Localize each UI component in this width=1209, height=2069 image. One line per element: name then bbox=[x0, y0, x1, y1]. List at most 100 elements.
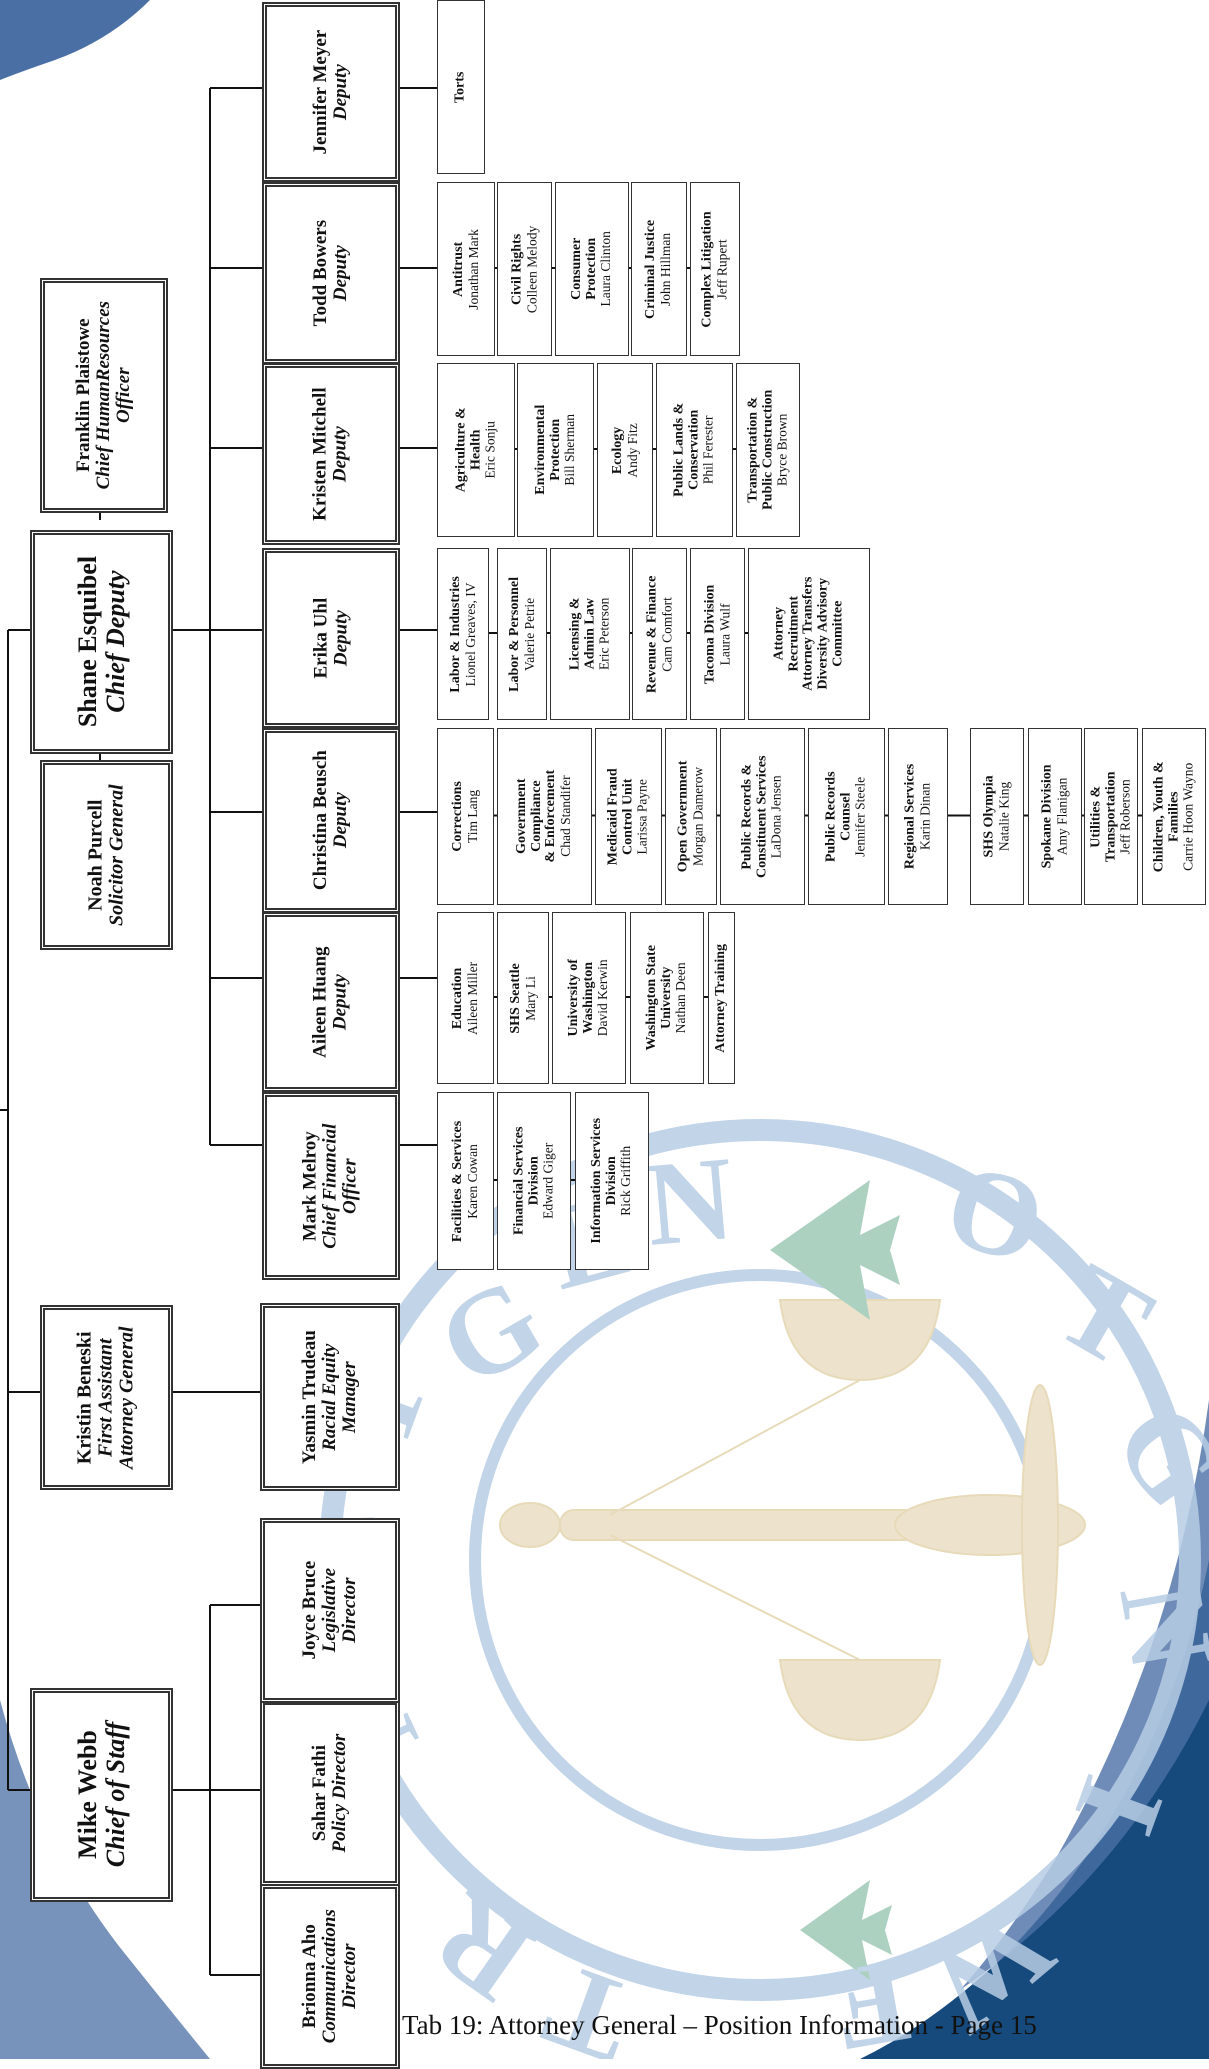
franklin-plaistowe-title-2: Officer bbox=[113, 367, 135, 424]
brionna-aho-title-2: Director bbox=[339, 1943, 361, 2010]
division-box: Torts bbox=[437, 0, 485, 174]
yasmin-trudeau-title-2: Manager bbox=[339, 1361, 361, 1433]
evergreen-tree-icon bbox=[770, 1180, 900, 1980]
division-head: Rick Griffith bbox=[618, 1146, 634, 1216]
division-name: Corrections bbox=[450, 781, 466, 852]
division-name: SHS Seattle bbox=[507, 962, 523, 1034]
division-head: Amy Flanigan bbox=[1054, 777, 1070, 856]
division-head: Aileen Miller bbox=[464, 961, 480, 1035]
division-name: Revenue & Finance bbox=[644, 575, 660, 693]
division-name: Labor & Personnel bbox=[506, 576, 522, 692]
page-footer: Tab 19: Attorney General – Position Info… bbox=[402, 2010, 1037, 2040]
division-head: Eric Peterson bbox=[596, 597, 612, 671]
jennifer-meyer-title: Deputy bbox=[330, 64, 351, 120]
mark-melroy-title-1: Chief Financial bbox=[319, 1123, 341, 1249]
division-name: Transportation bbox=[1102, 771, 1118, 862]
division-head: Bill Sherman bbox=[562, 414, 578, 486]
division-name: Torts bbox=[452, 71, 468, 103]
bottom-left-corner-swoosh bbox=[0, 1700, 210, 2059]
division-head: Jennifer Steele bbox=[853, 776, 869, 857]
mike-webb-title: Chief of Staff bbox=[100, 1722, 130, 1868]
division-name: Public Construction bbox=[759, 389, 775, 511]
division-name: Diversity Advisory bbox=[815, 578, 831, 690]
division-name: Recruitment bbox=[785, 596, 801, 672]
svg-text:N: N bbox=[641, 1131, 739, 1271]
division-head: Phil Ferester bbox=[701, 415, 717, 485]
sahar-fathi-name: Sahar Fathi bbox=[308, 1744, 330, 1842]
brionna-aho-name: Brionna Aho bbox=[298, 1924, 320, 2029]
division-head: David Kerwin bbox=[595, 959, 611, 1037]
shane-esquibel-name: Shane Esquibel bbox=[72, 556, 102, 728]
top-left-corner-swoosh bbox=[0, 0, 150, 80]
division-name: Tacoma Division bbox=[702, 584, 718, 684]
division-name: Medicaid Fraud bbox=[605, 768, 621, 865]
franklin-plaistowe-name: Franklin Plaistowe bbox=[72, 318, 94, 473]
division-head: Mary Li bbox=[522, 975, 538, 1021]
division-head: John Hillman bbox=[658, 232, 674, 306]
division-name: Washington State bbox=[644, 945, 660, 1051]
division-name: Open Government bbox=[675, 760, 691, 873]
division-head: Andy Fitz bbox=[624, 422, 640, 478]
jennifer-meyer-name: Jennifer Meyer bbox=[309, 29, 331, 155]
division-name: Counsel bbox=[838, 792, 854, 841]
erika-uhl-title: Deputy bbox=[330, 610, 351, 666]
division-name: & Enforcement bbox=[543, 770, 559, 863]
kristin-beneski-title-1: First Assistant bbox=[94, 1338, 117, 1457]
division-name: Labor & Industries bbox=[447, 575, 463, 693]
todd-bowers-name: Todd Bowers bbox=[309, 219, 331, 327]
division-name: Ecology bbox=[609, 426, 625, 474]
division-head: Tim Lang bbox=[464, 789, 480, 844]
division-head: Natalie King bbox=[996, 781, 1012, 852]
division-name: Public Records & bbox=[739, 763, 755, 870]
division-name: Regional Services bbox=[902, 763, 918, 870]
division-name: SHS Olympia bbox=[981, 775, 997, 858]
division-name: Utilities & bbox=[1088, 785, 1104, 848]
kristin-beneski-title-2: Attorney General bbox=[116, 1326, 139, 1469]
division-name: Attorney bbox=[771, 607, 787, 661]
division-name: University of bbox=[566, 959, 582, 1037]
division-name: Compliance bbox=[529, 780, 545, 853]
division-head: Chad Standifer bbox=[558, 775, 574, 858]
joyce-bruce-name: Joyce Bruce bbox=[298, 1561, 320, 1660]
noah-purcell-title: Solicitor General bbox=[105, 784, 128, 926]
division-name: Information Services bbox=[589, 1118, 605, 1244]
division-head: Nathan Deen bbox=[673, 962, 689, 1034]
division-name: Committee bbox=[830, 600, 846, 668]
division-name: Environmental bbox=[532, 405, 548, 495]
division-name: Complex Litigation bbox=[699, 210, 715, 328]
division-name: Facilities & Services bbox=[450, 1120, 466, 1242]
division-name: Civil Rights bbox=[509, 233, 525, 305]
division-head: Karen Cowan bbox=[464, 1143, 480, 1219]
division-name: Criminal Justice bbox=[643, 219, 659, 319]
division-name: Government bbox=[514, 778, 530, 855]
division-name: Licensing & bbox=[567, 597, 583, 671]
division-head: Jeff Roberson bbox=[1117, 778, 1133, 855]
christina-beusch-name: Christina Beusch bbox=[309, 750, 331, 891]
mark-melroy-name: Mark Melroy bbox=[299, 1131, 321, 1241]
division-head: Morgan Damerow bbox=[690, 766, 706, 867]
joyce-bruce-title-1: Legislative bbox=[318, 1568, 340, 1653]
todd-bowers-title: Deputy bbox=[330, 245, 351, 301]
